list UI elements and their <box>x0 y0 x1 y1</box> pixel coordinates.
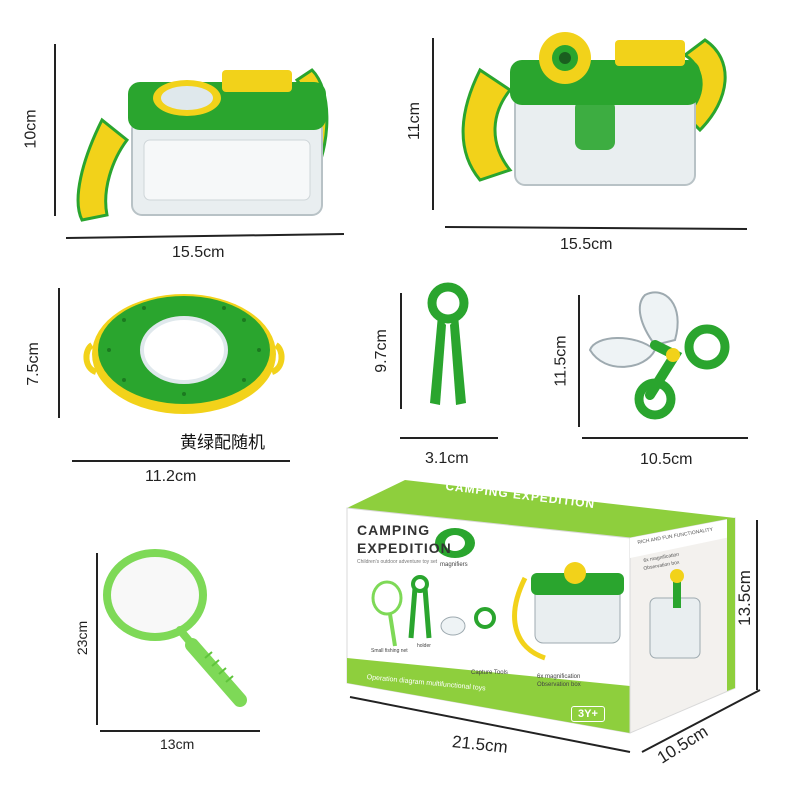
package-box: CAMPING EXPEDITION CAMPING EXPEDITION Ch… <box>345 478 736 738</box>
box2-height-line <box>432 38 434 210</box>
magnifier-ring-illustration <box>83 294 285 414</box>
package-subtitle: Children's outdoor adventure toy set <box>357 559 438 565</box>
capture-scissors-illustration <box>588 291 730 420</box>
tweezers-height-line <box>400 293 402 409</box>
observation-box-1-illustration <box>76 68 329 222</box>
package-label-net: Small fishing net <box>371 648 408 654</box>
scissors-height-line <box>578 295 580 427</box>
package-box-shape <box>346 480 736 734</box>
magnifier-width-label: 11.2cm <box>145 468 197 485</box>
magnifier-height-line <box>58 288 60 418</box>
observation-box-2-illustration <box>461 32 727 186</box>
package-brand-line2: EXPEDITION <box>357 540 452 556</box>
net-width-line <box>100 730 260 732</box>
box1-width-label: 15.5cm <box>172 244 225 261</box>
net-width-label: 13cm <box>160 736 195 752</box>
package-brand-line1: CAMPING <box>357 522 431 538</box>
package-label-capture: Capture Tools <box>471 670 508 676</box>
scissors-width-line <box>582 437 748 439</box>
magnifier-width-line <box>72 460 290 462</box>
net-height-line <box>96 553 98 725</box>
fishing-net-illustration <box>103 549 247 707</box>
package-label-magnifiers: magnifiers <box>440 562 468 568</box>
tweezers-illustration <box>427 282 469 405</box>
package-age-badge: 3Y+ <box>571 706 605 722</box>
package-height-label: 13.5cm <box>734 570 754 626</box>
package-label-holder: holder <box>417 643 431 649</box>
package-label-box-1: 6x magnification <box>537 674 581 680</box>
package-label-box-2: Observation box <box>537 682 581 688</box>
scissors-width-label: 10.5cm <box>640 451 693 468</box>
tweezers-width-line <box>400 437 498 439</box>
box1-height-line <box>54 44 56 216</box>
tweezers-width-label: 3.1cm <box>425 450 469 467</box>
color-random-note: 黄绿配随机 <box>180 433 265 452</box>
box2-width-label: 15.5cm <box>560 236 613 253</box>
